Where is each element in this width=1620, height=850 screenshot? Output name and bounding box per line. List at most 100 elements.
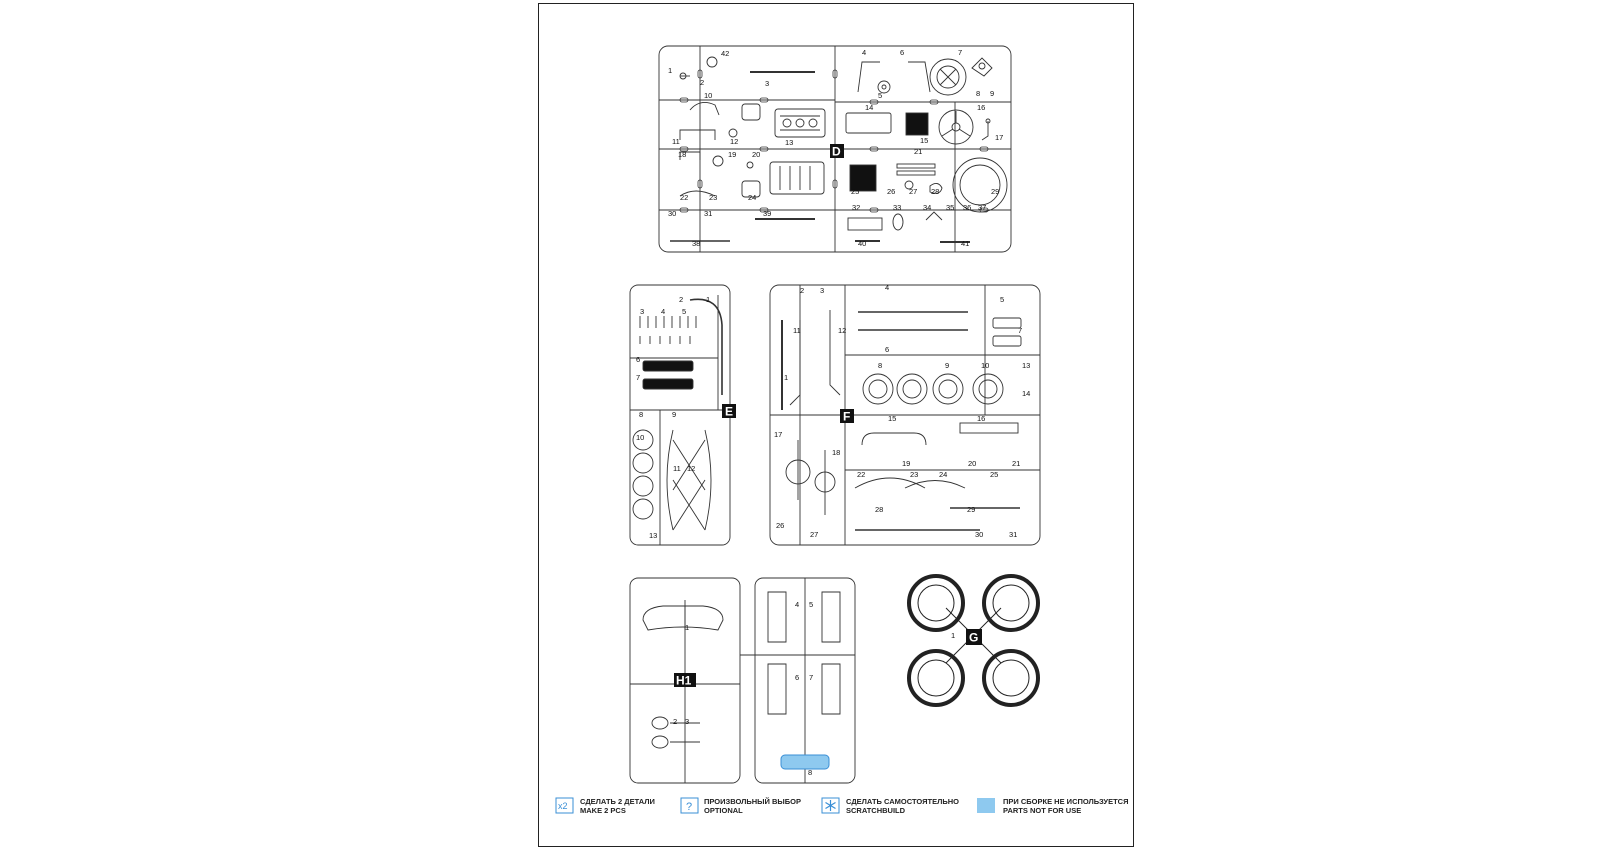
part-number-f-22: 22 (857, 470, 865, 479)
part-number-d-27: 27 (909, 187, 917, 196)
legend-scratchbuild-ru: СДЕЛАТЬ САМОСТОЯТЕЛЬНО (846, 797, 959, 806)
part-number-d-2: 2 (700, 78, 704, 87)
part-number-f-7: 7 (1018, 326, 1022, 335)
part-number-d-32: 32 (852, 203, 860, 212)
part-number-f-29: 29 (967, 505, 975, 514)
part-number-d-11: 11 (672, 137, 680, 146)
part-number-d-10: 10 (704, 91, 712, 100)
part-number-f-24: 24 (939, 470, 947, 479)
page-border (538, 3, 1134, 847)
part-number-d-41: 41 (961, 239, 969, 248)
part-number-f-5: 5 (1000, 295, 1004, 304)
scratchbuild-icon-frame (821, 797, 840, 814)
unused-part-8 (780, 754, 830, 770)
part-number-e-13: 13 (649, 531, 657, 540)
part-number-d-8: 8 (976, 89, 980, 98)
part-number-d-36: 36 (963, 203, 971, 212)
not-used-icon (977, 798, 995, 813)
part-number-f-15: 15 (888, 414, 896, 423)
sprue-f-tag (840, 409, 854, 423)
part-number-d-23: 23 (709, 193, 717, 202)
part-number-d-20: 20 (752, 150, 760, 159)
part-number-f-4: 4 (885, 283, 889, 292)
part-number-d-39: 39 (763, 209, 771, 218)
part-number-f-13: 13 (1022, 361, 1030, 370)
sprue-d-tag (830, 144, 844, 158)
part-number-d-13: 13 (785, 138, 793, 147)
part-number-d-29: 29 (991, 187, 999, 196)
part-number-e-7: 7 (636, 373, 640, 382)
legend-item-not-used: ПРИ СБОРКЕ НЕ ИСПОЛЬЗУЕТСЯ PARTS NOT FOR… (977, 797, 1128, 815)
sprue-g-label: G (969, 631, 978, 645)
sprue-g (907, 574, 1040, 707)
part-number-f-23: 23 (910, 470, 918, 479)
part-number-f-8: 8 (878, 361, 882, 370)
part-number-d-26: 26 (887, 187, 895, 196)
optional-icon (680, 797, 699, 814)
part-number-d-5: 5 (878, 91, 882, 100)
part-number-d-16: 16 (977, 103, 985, 112)
part-number-f-14: 14 (1022, 389, 1030, 398)
part-number-f-25: 25 (990, 470, 998, 479)
part-number-d-42: 42 (721, 49, 729, 58)
part-number-d-12: 12 (730, 137, 738, 146)
part-number-d-35: 35 (946, 203, 954, 212)
legend-not-used-en: PARTS NOT FOR USE (1003, 806, 1081, 815)
part-number-d-4: 4 (862, 48, 866, 57)
snowflake-icon (825, 800, 836, 811)
part-number-d-14: 14 (865, 103, 873, 112)
part-number-f-3: 3 (820, 286, 824, 295)
part-number-h1-7: 7 (809, 673, 813, 682)
sprue-h1-label: H1 (676, 674, 692, 688)
part-number-f-28: 28 (875, 505, 883, 514)
part-number-g-1: 1 (951, 631, 955, 640)
sprue-h1-tag (674, 673, 696, 687)
legend-not-used-ru: ПРИ СБОРКЕ НЕ ИСПОЛЬЗУЕТСЯ (1003, 797, 1128, 806)
part-number-d-21: 21 (914, 147, 922, 156)
part-number-f-9: 9 (945, 361, 949, 370)
part-number-d-30: 30 (668, 209, 676, 218)
part-number-f-11: 11 (793, 326, 801, 335)
part-number-h1-6: 6 (795, 673, 799, 682)
sprue-d (658, 45, 1012, 253)
legend-item-optional: ? ПРОИЗВОЛЬНЫЙ ВЫБОР OPTIONAL (680, 797, 801, 815)
sprue-f (769, 284, 1041, 546)
part-number-h1-5: 5 (809, 600, 813, 609)
sprue-e-tag (722, 404, 736, 418)
sprue-h1 (629, 577, 856, 784)
part-number-d-18: 18 (678, 150, 686, 159)
part-number-f-6: 6 (885, 345, 889, 354)
legend-item-scratchbuild: СДЕЛАТЬ САМОСТОЯТЕЛЬНО SCRATCHBUILD (821, 797, 959, 815)
part-number-f-31: 31 (1009, 530, 1017, 539)
legend-optional-ru: ПРОИЗВОЛЬНЫЙ ВЫБОР (704, 797, 801, 806)
part-number-d-17: 17 (995, 133, 1003, 142)
part-number-d-25: 25 (851, 187, 859, 196)
make-2-icon-text: x2 (558, 801, 568, 811)
part-number-e-6: 6 (636, 355, 640, 364)
part-number-d-38: 38 (692, 239, 700, 248)
sprue-f-label: F (843, 410, 850, 424)
part-number-f-30: 30 (975, 530, 983, 539)
part-number-e-11: 11 (673, 464, 681, 473)
part-number-f-2: 2 (800, 286, 804, 295)
part-number-h1-1: 1 (685, 623, 689, 632)
part-number-f-17: 17 (774, 430, 782, 439)
part-number-h1-3: 3 (685, 717, 689, 726)
part-number-e-8: 8 (639, 410, 643, 419)
part-number-f-26: 26 (776, 521, 784, 530)
part-number-d-19: 19 (728, 150, 736, 159)
part-number-e-2: 2 (679, 295, 683, 304)
part-number-f-19: 19 (902, 459, 910, 468)
part-number-d-9: 9 (990, 89, 994, 98)
part-number-d-34: 34 (923, 203, 931, 212)
part-number-d-1: 1 (668, 66, 672, 75)
part-number-d-33: 33 (893, 203, 901, 212)
part-number-d-37: 37 (978, 203, 986, 212)
part-number-h1-8: 8 (808, 768, 812, 777)
part-number-f-27: 27 (810, 530, 818, 539)
legend-item-make-2: x2 СДЕЛАТЬ 2 ДЕТАЛИ MAKE 2 PCS (555, 797, 655, 815)
part-number-e-10: 10 (636, 433, 644, 442)
part-number-d-7: 7 (958, 48, 962, 57)
part-number-f-18: 18 (832, 448, 840, 457)
